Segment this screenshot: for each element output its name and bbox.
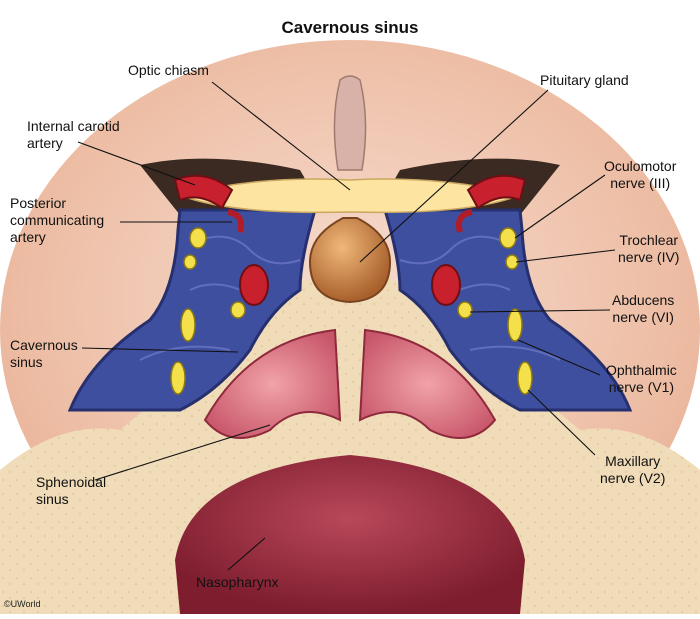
pituitary-gland: [308, 217, 392, 304]
label-posterior-communicating-artery: Posterior communicating artery: [10, 195, 105, 245]
label-ophthalmic-nerve: Ophthalmic nerve (V1): [606, 362, 677, 395]
label-optic-chiasm: Optic chiasm: [128, 62, 209, 78]
oculomotor-nerve-left: [189, 227, 207, 249]
label-oculomotor-nerve: Oculomotor nerve (III): [604, 158, 677, 191]
abducens-nerve-right: [457, 301, 473, 319]
carotid-in-sinus-left: [239, 264, 269, 306]
ophthalmic-nerve-right: [507, 308, 523, 342]
oculomotor-nerve-right: [499, 227, 517, 249]
sphenoid-bone: [0, 270, 700, 614]
internal-carotid-right: [466, 174, 527, 210]
abducens-nerve-left: [230, 301, 246, 319]
cavernous-sinus-left: [67, 208, 318, 412]
copyright-notice: ©UWorld: [4, 599, 41, 609]
sphenoidal-sinus: [203, 328, 342, 439]
label-nasopharynx: Nasopharynx: [196, 574, 279, 590]
ophthalmic-nerve-left: [180, 308, 196, 342]
posterior-communicating-left: [227, 209, 245, 233]
nasopharynx: [175, 455, 525, 614]
label-pituitary-gland: Pituitary gland: [540, 72, 629, 88]
label-trochlear-nerve: Trochlear nerve (IV): [618, 232, 680, 265]
pituitary-stalk: [333, 75, 367, 171]
leader-lines: [77, 81, 616, 571]
trochlear-nerve-left: [183, 254, 197, 270]
internal-carotid-left: [173, 174, 234, 210]
label-internal-carotid-artery: Internal carotid artery: [27, 118, 120, 151]
maxillary-nerve-left: [170, 361, 186, 395]
label-cavernous-sinus: Cavernous sinus: [10, 337, 78, 370]
posterior-communicating-right: [455, 209, 473, 233]
label-abducens-nerve: Abducens nerve (VI): [612, 292, 675, 325]
maxillary-nerve-right: [517, 361, 533, 395]
label-maxillary-nerve: Maxillary nerve (V2): [600, 453, 666, 486]
sphenoidal-sinus-right: [358, 328, 497, 439]
carotid-in-sinus-right: [431, 264, 461, 306]
label-sphenoidal-sinus: Sphenoidal sinus: [36, 474, 107, 507]
diagram-title: Cavernous sinus: [281, 18, 419, 37]
